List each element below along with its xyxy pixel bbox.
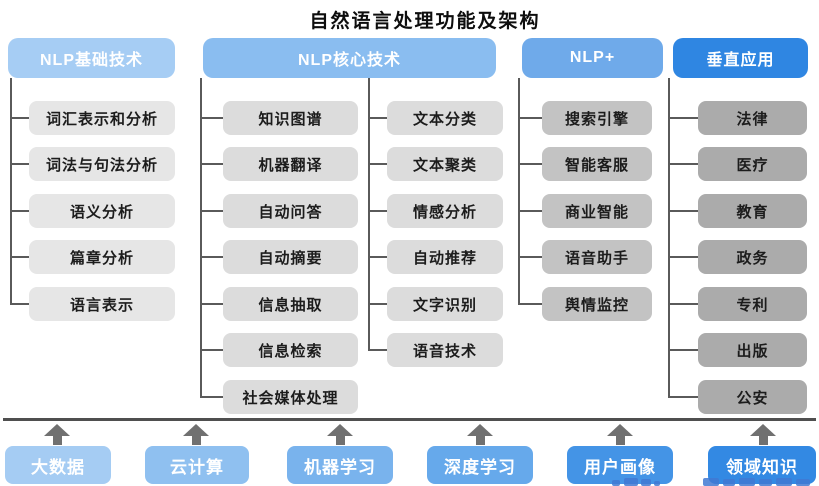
up-arrow-icon (327, 424, 353, 445)
foundation-big-data: 大数据 (5, 446, 111, 484)
up-arrow-icon (44, 424, 70, 445)
foundation-machine-learning: 机器学习 (287, 446, 393, 484)
node-info-extraction: 信息抽取 (200, 287, 358, 321)
node-auto-recommendation: 自动推荐 (368, 240, 503, 274)
node-knowledge-graph: 知识图谱 (200, 101, 358, 135)
connector-line-col3 (518, 78, 520, 304)
node-voice-assistant: 语音助手 (518, 240, 652, 274)
connector-line-col2-left (200, 78, 202, 397)
node-speech-technology: 语音技术 (368, 333, 503, 367)
watermark-fragment (612, 480, 620, 486)
up-arrow-icon (750, 424, 776, 445)
watermark-fragment (703, 478, 719, 486)
node-government: 政务 (668, 240, 807, 274)
node-smart-service: 智能客服 (518, 147, 652, 181)
node-patent: 专利 (668, 287, 807, 321)
node-education: 教育 (668, 194, 807, 228)
node-auto-summary: 自动摘要 (200, 240, 358, 274)
node-semantic-analysis: 语义分析 (10, 194, 175, 228)
node-medical: 医疗 (668, 147, 807, 181)
node-morph-syntax-analysis: 词法与句法分析 (10, 147, 175, 181)
node-business-intelligence: 商业智能 (518, 194, 652, 228)
node-language-representation: 语言表示 (10, 287, 175, 321)
node-machine-translation: 机器翻译 (200, 147, 358, 181)
node-text-clustering: 文本聚类 (368, 147, 503, 181)
connector-line-col2-right (368, 78, 370, 350)
node-lexical-representation: 词汇表示和分析 (10, 101, 175, 135)
watermark-fragment (641, 479, 651, 486)
foundation-separator-line (3, 418, 816, 421)
header-vertical-app: 垂直应用 (673, 38, 808, 78)
diagram-title: 自然语言处理功能及架构 (309, 11, 541, 32)
node-search-engine: 搜索引擎 (518, 101, 652, 135)
header-nlp-core: NLP核心技术 (203, 38, 496, 78)
node-ocr: 文字识别 (368, 287, 503, 321)
watermark-fragment (723, 479, 735, 486)
node-opinion-monitoring: 舆情监控 (518, 287, 652, 321)
up-arrow-icon (607, 424, 633, 445)
watermark-fragment (654, 481, 660, 486)
node-publishing: 出版 (668, 333, 807, 367)
watermark-fragment (776, 478, 792, 486)
connector-line-col4 (668, 78, 670, 397)
watermark-fragment (796, 479, 810, 486)
watermark-fragment (759, 479, 772, 486)
foundation-user-profile: 用户画像 (567, 446, 673, 484)
node-law: 法律 (668, 101, 807, 135)
node-public-security: 公安 (668, 380, 807, 414)
header-nlp-plus: NLP+ (522, 38, 663, 78)
foundation-domain-knowledge: 领域知识 (708, 446, 816, 484)
header-nlp-basic: NLP基础技术 (8, 38, 175, 78)
connector-line-col1 (10, 78, 12, 304)
foundation-deep-learning: 深度学习 (427, 446, 533, 484)
node-discourse-analysis: 篇章分析 (10, 240, 175, 274)
node-auto-qa: 自动问答 (200, 194, 358, 228)
watermark-fragment (739, 478, 755, 486)
up-arrow-icon (467, 424, 493, 445)
node-info-retrieval: 信息检索 (200, 333, 358, 367)
node-social-media-processing: 社会媒体处理 (200, 380, 358, 414)
node-sentiment-analysis: 情感分析 (368, 194, 503, 228)
foundation-cloud-computing: 云计算 (145, 446, 249, 484)
up-arrow-icon (183, 424, 209, 445)
watermark-fragment (624, 478, 638, 486)
node-text-classification: 文本分类 (368, 101, 503, 135)
